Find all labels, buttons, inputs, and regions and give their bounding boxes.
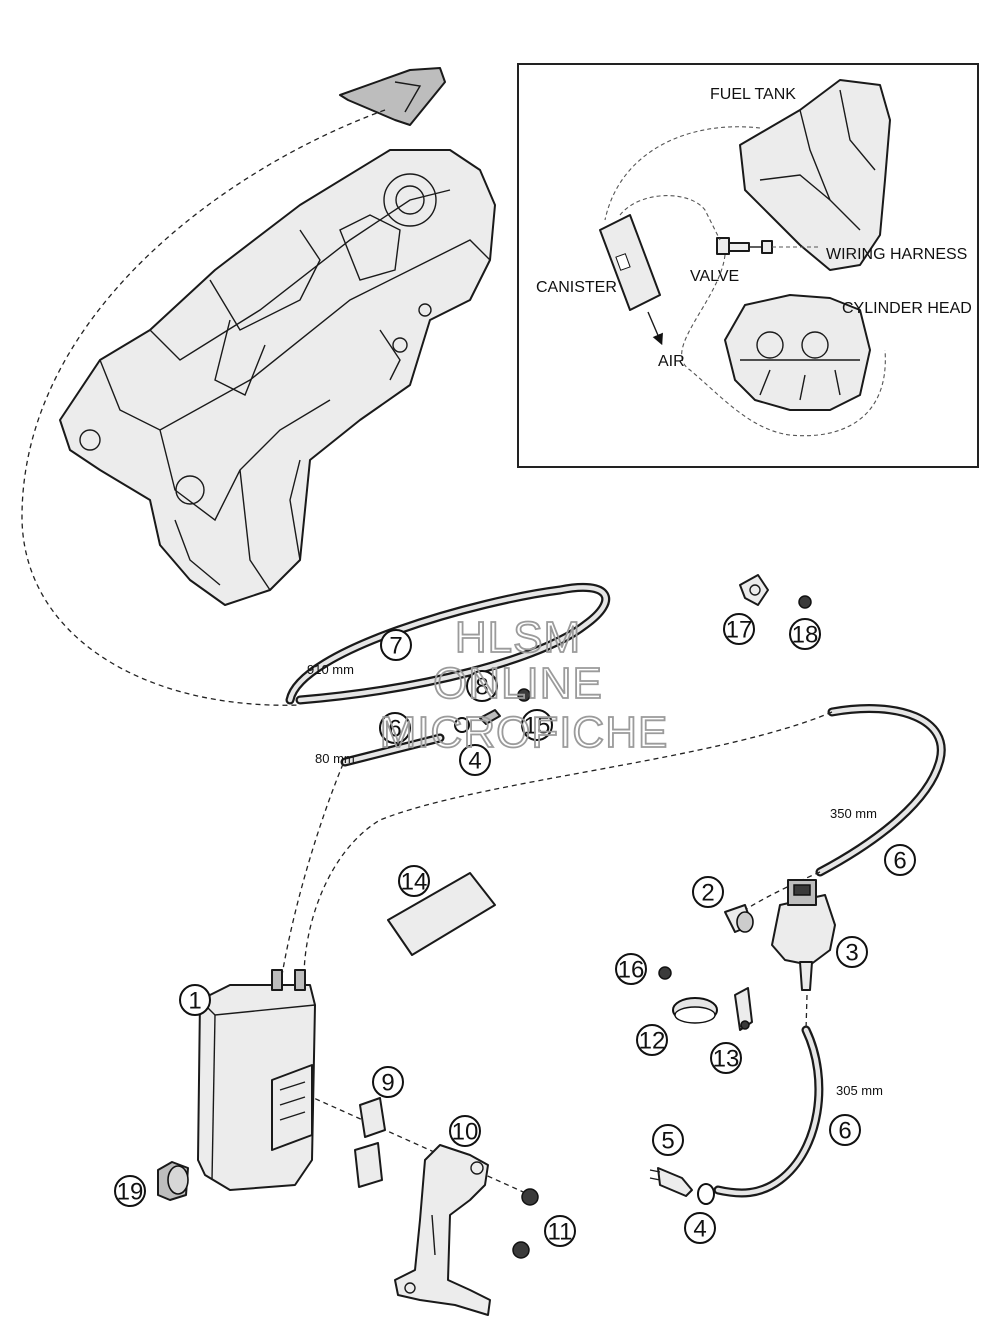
svg-text:5: 5 (661, 1128, 674, 1155)
hose-6-short (340, 733, 445, 767)
svg-text:17: 17 (726, 617, 753, 644)
hose-6-long-length: 350 mm (830, 806, 877, 821)
callout-6: 6 (379, 712, 411, 744)
svg-text:MICROFICHE: MICROFICHE (380, 708, 669, 757)
svg-text:10: 10 (452, 1119, 479, 1146)
callout-4: 4 (459, 744, 491, 776)
callout-15: 15 (521, 709, 553, 741)
svg-text:11: 11 (548, 1219, 573, 1246)
small-screw-part (658, 966, 672, 980)
wiring-harness-label: WIRING HARNESS (826, 246, 967, 263)
svg-text:19: 19 (117, 1179, 144, 1206)
callout-11: 11 (544, 1215, 576, 1247)
svg-text:1: 1 (188, 988, 201, 1015)
fuel-tank-label: FUEL TANK (710, 86, 796, 103)
callout-9: 9 (372, 1066, 404, 1098)
hose-7-length: 910 mm (307, 662, 354, 677)
hose-6-short-length: 80 mm (315, 751, 355, 766)
svg-text:2: 2 (701, 880, 714, 907)
hose-6-lower-length: 305 mm (836, 1083, 883, 1098)
callout-6-lower-right: 6 (829, 1114, 861, 1146)
callout-18: 18 (789, 618, 821, 650)
svg-text:4: 4 (693, 1216, 706, 1243)
hose-6-lower (713, 1025, 824, 1198)
callout-2: 2 (692, 876, 724, 908)
canister-label: CANISTER (536, 279, 617, 296)
system-overview-inset: FUEL TANK CANISTER VALVE WIRING HARNESS … (517, 63, 979, 468)
svg-text:14: 14 (401, 869, 428, 896)
hose-6-long (815, 704, 946, 877)
callout-5: 5 (652, 1124, 684, 1156)
elbow-fitting-part (724, 904, 754, 933)
callout-17: 17 (723, 613, 755, 645)
svg-text:18: 18 (792, 622, 819, 649)
valve-label: VALVE (690, 268, 739, 285)
svg-text:3: 3 (845, 940, 858, 967)
rubber-bush-part (157, 1161, 189, 1201)
hose-clip-part (697, 1183, 715, 1205)
callout-3: 3 (836, 936, 868, 968)
svg-text:12: 12 (639, 1028, 666, 1055)
svg-text:16: 16 (618, 957, 645, 984)
callout-10: 10 (449, 1115, 481, 1147)
svg-text:15: 15 (524, 713, 551, 740)
svg-text:6: 6 (893, 848, 906, 875)
fuel-tank-drawing (59, 67, 496, 606)
callout-6-upper-right: 6 (884, 844, 916, 876)
nipple-part (649, 1167, 693, 1197)
svg-text:4: 4 (468, 748, 481, 775)
callout-7: 7 (380, 629, 412, 661)
callout-19: 19 (114, 1175, 146, 1207)
callout-13: 13 (710, 1042, 742, 1074)
hose-7 (285, 582, 611, 705)
svg-text:6: 6 (838, 1118, 851, 1145)
clip-nut-part (354, 1097, 386, 1188)
label-sticker-part (387, 872, 496, 956)
clamp-part (739, 574, 769, 606)
svg-text:8: 8 (475, 674, 488, 701)
svg-text:7: 7 (389, 633, 402, 660)
valve-part (771, 879, 836, 991)
svg-text:ONLINE: ONLINE (433, 659, 603, 708)
watermark: HLSM ONLINE MICROFICHE (379, 612, 669, 758)
mounting-bracket-part (734, 987, 753, 1031)
callout-8: 8 (466, 670, 498, 702)
callout-1: 1 (179, 984, 211, 1016)
svg-text:9: 9 (381, 1070, 394, 1097)
hose-clamp-part (672, 997, 718, 1024)
callout-12: 12 (636, 1024, 668, 1056)
bolt-part (512, 1188, 539, 1259)
canister-part (197, 969, 316, 1191)
svg-text:HLSM: HLSM (455, 613, 581, 662)
callout-14: 14 (398, 865, 430, 897)
callout-16: 16 (615, 953, 647, 985)
cylinder-head-label: CYLINDER HEAD (842, 300, 972, 317)
bracket-part (394, 1144, 491, 1316)
svg-text:6: 6 (388, 716, 401, 743)
hose-fitting-part (454, 688, 531, 733)
callout-4-lower: 4 (684, 1212, 716, 1244)
svg-text:13: 13 (713, 1046, 740, 1073)
air-label: AIR (658, 353, 685, 370)
screw-part (798, 595, 812, 609)
